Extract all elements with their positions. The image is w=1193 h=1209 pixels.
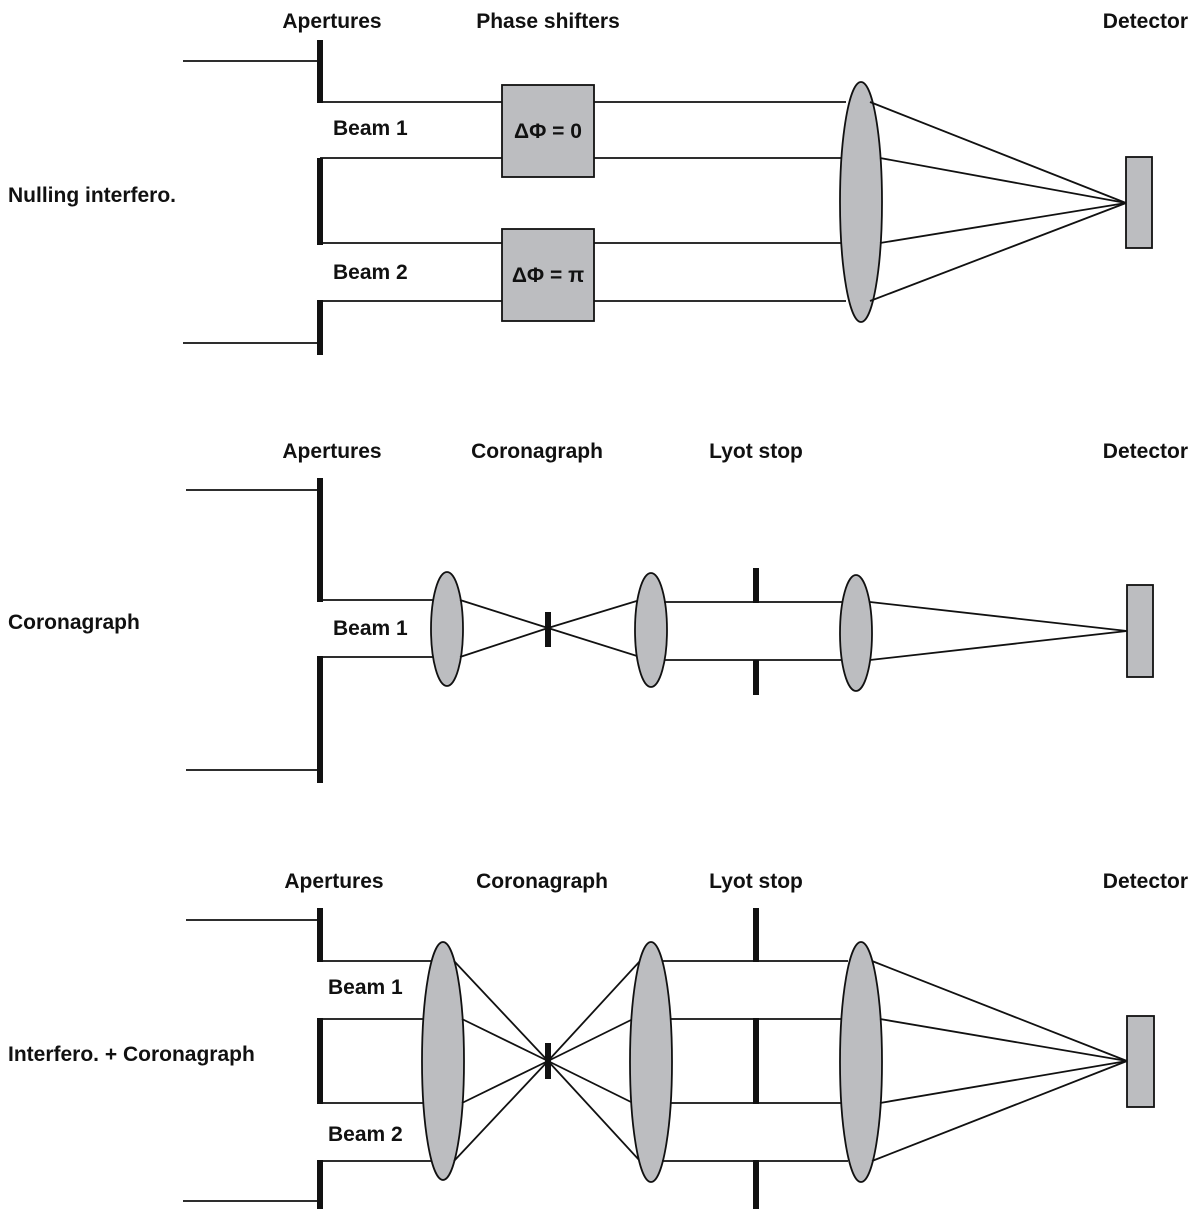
apertures-header: Apertures <box>282 440 381 463</box>
lens <box>430 571 464 687</box>
detector-header: Detector <box>1103 870 1188 893</box>
diverging-ray <box>547 1018 634 1062</box>
focusing-lens <box>839 81 883 323</box>
converging-ray <box>461 1018 549 1062</box>
beam-1-label: Beam 1 <box>333 617 408 640</box>
panel-interfero-coronagraph: Apertures Coronagraph Lyot stop Detector… <box>8 870 1188 1209</box>
phase-shift-label: ΔΦ = 0 <box>514 120 582 143</box>
diverging-ray <box>547 627 641 658</box>
detector-header: Detector <box>1103 440 1188 463</box>
diverging-ray <box>547 960 641 1062</box>
panel-title: Coronagraph <box>8 611 140 634</box>
converging-ray <box>869 202 1127 302</box>
converging-ray <box>869 630 1128 661</box>
converging-ray <box>879 1060 1128 1104</box>
converging-ray <box>879 202 1127 244</box>
panel-title: Interfero. + Coronagraph <box>8 1043 255 1066</box>
coronagraph-header: Coronagraph <box>476 870 608 893</box>
detector <box>1125 156 1153 249</box>
phase-shifter-box <box>501 84 595 178</box>
beam-1-label: Beam 1 <box>333 117 408 140</box>
lens <box>629 941 673 1183</box>
beam-1-label: Beam 1 <box>328 976 403 999</box>
converging-ray <box>871 1060 1128 1162</box>
converging-ray <box>459 599 549 629</box>
detector-header: Detector <box>1103 10 1188 33</box>
diverging-ray <box>547 1060 634 1104</box>
beam-2-label: Beam 2 <box>328 1123 403 1146</box>
converging-ray <box>879 1018 1128 1062</box>
converging-ray <box>871 960 1128 1062</box>
lyot-stop-header: Lyot stop <box>709 870 803 893</box>
converging-ray <box>453 1060 549 1162</box>
diverging-ray <box>547 599 641 629</box>
converging-ray <box>461 1060 549 1104</box>
lens <box>421 941 465 1181</box>
phase-shifters-header: Phase shifters <box>476 10 620 33</box>
focusing-lens <box>839 941 883 1183</box>
beam-2-label: Beam 2 <box>333 261 408 284</box>
apertures-header: Apertures <box>284 870 383 893</box>
diverging-ray <box>547 1060 641 1162</box>
phase-shifter-box <box>501 228 595 322</box>
converging-ray <box>879 157 1127 204</box>
lyot-stop-header: Lyot stop <box>709 440 803 463</box>
converging-ray <box>453 960 549 1062</box>
panel-coronagraph: Apertures Coronagraph Lyot stop Detector… <box>8 440 1188 783</box>
lens <box>634 572 668 688</box>
detector <box>1126 584 1154 678</box>
converging-ray <box>869 601 1128 632</box>
phase-shift-label: ΔΦ = π <box>512 264 584 287</box>
apertures-header: Apertures <box>282 10 381 33</box>
converging-ray <box>869 101 1127 204</box>
panel-nulling-interferometer: Apertures Phase shifters Detector Nullin… <box>8 10 1188 355</box>
panel-title: Nulling interfero. <box>8 184 176 207</box>
converging-ray <box>459 627 549 658</box>
detector <box>1126 1015 1155 1108</box>
lens <box>839 574 873 692</box>
coronagraph-header: Coronagraph <box>471 440 603 463</box>
